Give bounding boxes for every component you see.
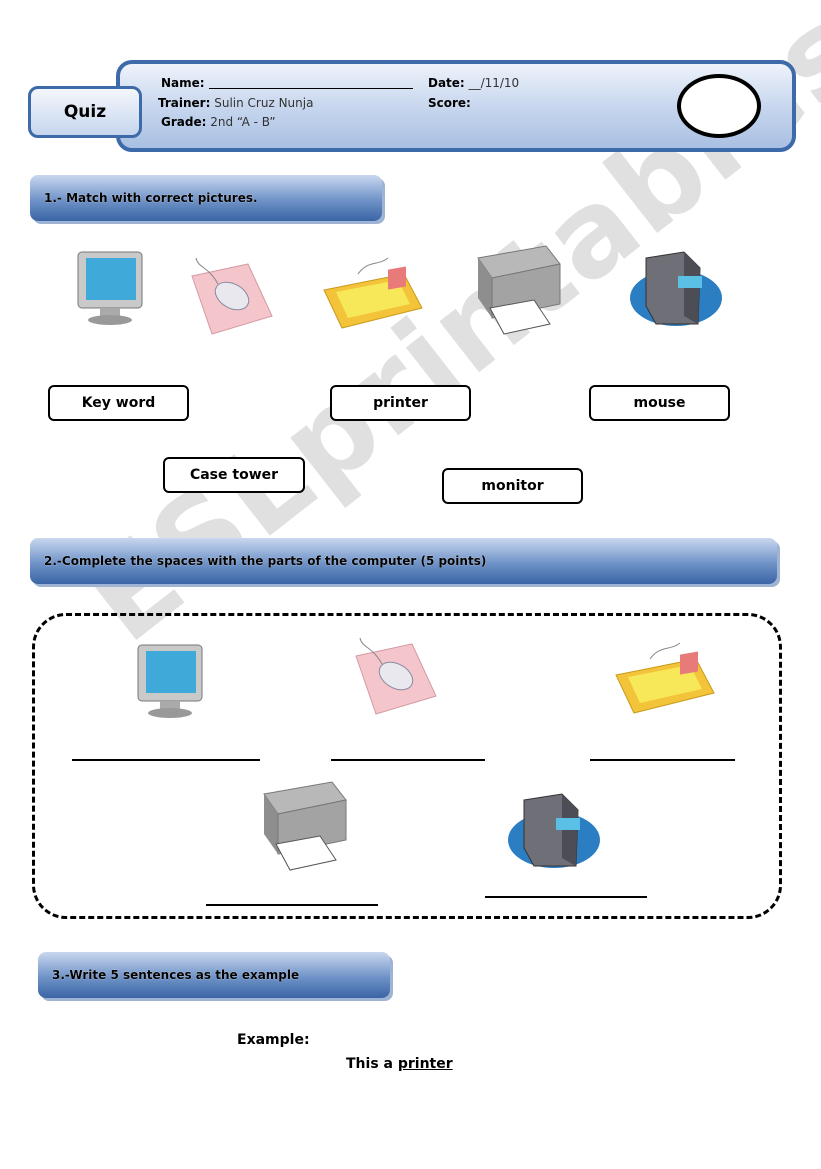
word-box[interactable]: Case tower [163, 457, 305, 493]
trainer-field: Trainer: Sulin Cruz Nunja [158, 96, 313, 110]
trainer-value: Sulin Cruz Nunja [214, 96, 314, 110]
date-label: Date: [428, 76, 465, 90]
answer-line[interactable] [331, 759, 485, 761]
name-field: Name: [161, 76, 413, 90]
word-box[interactable]: mouse [589, 385, 730, 421]
name-line[interactable] [208, 77, 413, 89]
grade-label: Grade: [161, 115, 207, 129]
monitor-icon [137, 644, 203, 718]
keyboard-icon [323, 257, 423, 329]
word-box[interactable]: Key word [48, 385, 189, 421]
keyboard-icon [615, 642, 715, 714]
trainer-label: Trainer: [158, 96, 211, 110]
answer-line[interactable] [590, 759, 735, 761]
section1-banner: 1.- Match with correct pictures. [30, 175, 382, 221]
answer-line[interactable] [485, 896, 647, 898]
score-field: Score: [428, 96, 471, 110]
case-tower-icon [508, 793, 600, 868]
date-value: __/11/10 [468, 76, 520, 90]
word-box[interactable]: printer [330, 385, 471, 421]
word-box[interactable]: monitor [442, 468, 583, 504]
name-label: Name: [161, 76, 205, 90]
answer-line[interactable] [72, 759, 260, 761]
mouse-icon [191, 257, 273, 335]
section1-title: 1.- Match with correct pictures. [44, 191, 258, 205]
section3-banner: 3.-Write 5 sentences as the example [38, 952, 390, 998]
answer-line[interactable] [206, 904, 378, 906]
score-circle[interactable] [677, 74, 761, 138]
score-label: Score: [428, 96, 471, 110]
section2-banner: 2.-Complete the spaces with the parts of… [30, 538, 777, 584]
grade-field: Grade: 2nd “A - B” [161, 115, 276, 129]
printer-icon [263, 781, 347, 871]
section3-title: 3.-Write 5 sentences as the example [52, 968, 300, 982]
example-word: printer [397, 1056, 453, 1072]
printer-icon [477, 245, 561, 335]
case-tower-icon [630, 251, 722, 326]
monitor-icon [77, 251, 143, 325]
grade-value: 2nd “A - B” [210, 115, 276, 129]
example-label: Example: [237, 1032, 310, 1048]
example-prefix: This a [346, 1056, 393, 1072]
example-sentence: This a printer [346, 1056, 453, 1072]
answer-area [32, 613, 782, 919]
date-field: Date: __/11/10 [428, 76, 519, 90]
quiz-badge: Quiz [28, 86, 142, 138]
section2-title: 2.-Complete the spaces with the parts of… [44, 554, 487, 568]
mouse-icon [355, 637, 437, 715]
